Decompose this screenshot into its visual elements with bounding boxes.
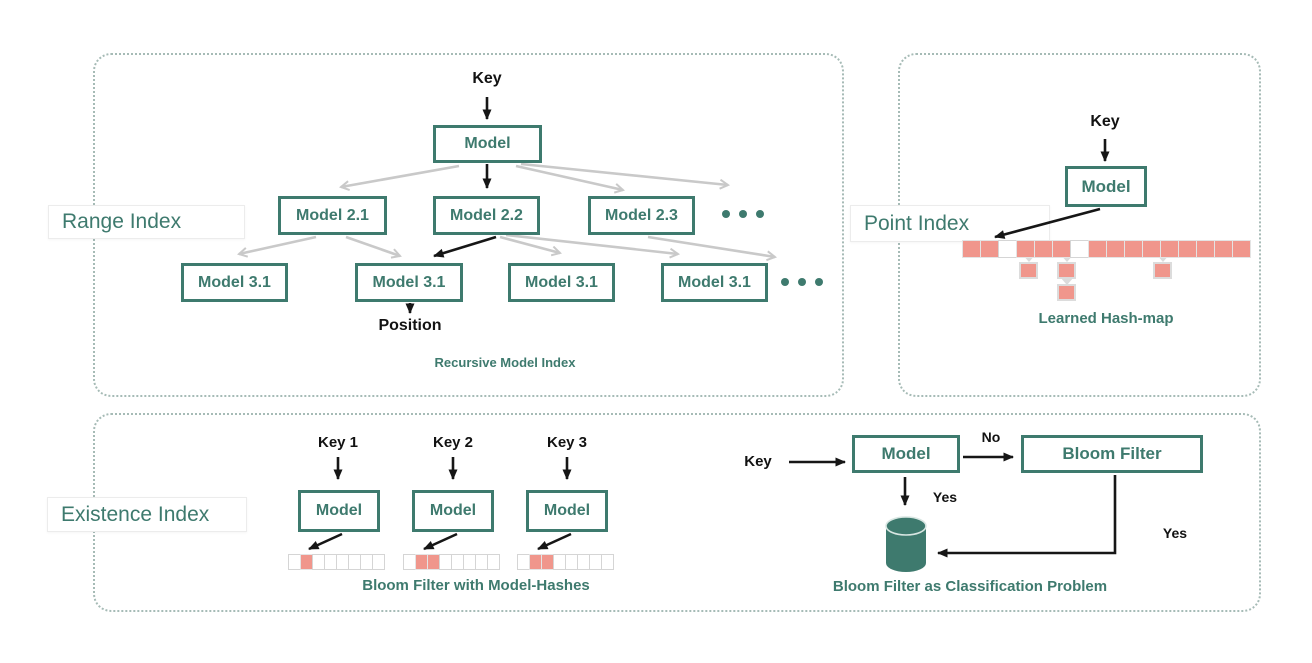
model-box-bloom1: Model	[298, 490, 380, 532]
yes-label-model: Yes	[932, 489, 958, 505]
model-box-2-2: Model 2.2	[433, 196, 540, 235]
empty-cell	[372, 554, 385, 570]
bucket-connector-icon	[1060, 254, 1074, 262]
hashmap-array	[962, 240, 1251, 258]
overflow-bucket	[1019, 262, 1038, 279]
bloom-classification-caption: Bloom Filter as Classification Problem	[832, 578, 1108, 595]
dot-icon	[781, 278, 789, 286]
overflow-bucket	[1057, 262, 1076, 279]
filled-cell	[1052, 240, 1071, 258]
model-box-bloom2: Model	[412, 490, 494, 532]
position-label: Position	[378, 317, 442, 334]
point-index-caption: Learned Hash-map	[1038, 310, 1174, 327]
filled-cell	[1034, 240, 1053, 258]
model-box-3-1b: Model 3.1	[355, 263, 463, 302]
bloom-array-2	[403, 554, 500, 570]
model-box-3-1c: Model 3.1	[508, 263, 615, 302]
existence-index-label: Existence Index	[47, 497, 247, 532]
dot-icon	[756, 210, 764, 218]
dot-icon	[815, 278, 823, 286]
bloom-model-hashes-caption: Bloom Filter with Model-Hashes	[362, 577, 590, 594]
yes-label-filter: Yes	[1162, 525, 1188, 541]
overflow-bucket	[1153, 262, 1172, 279]
bucket-connector-icon	[1022, 254, 1036, 262]
filled-cell	[1142, 240, 1161, 258]
filled-cell	[1196, 240, 1215, 258]
filled-cell	[1178, 240, 1197, 258]
model-box-root: Model	[433, 125, 542, 163]
model-box-bloom3: Model	[526, 490, 608, 532]
database-icon	[885, 516, 927, 572]
bloom-array-1	[288, 554, 385, 570]
dot-icon	[739, 210, 747, 218]
ellipsis-icon	[781, 278, 823, 286]
dot-icon	[798, 278, 806, 286]
model-box-3-1a: Model 3.1	[181, 263, 288, 302]
key-label-range: Key	[472, 70, 502, 87]
bucket-connector-icon	[1156, 254, 1170, 262]
filled-cell	[1160, 240, 1179, 258]
empty-cell	[998, 240, 1017, 258]
range-index-label: Range Index	[48, 205, 245, 239]
range-index-caption: Recursive Model Index	[434, 355, 576, 370]
model-box-3-1d: Model 3.1	[661, 263, 768, 302]
filled-cell	[980, 240, 999, 258]
bloom-array-3	[517, 554, 614, 570]
ellipsis-icon	[722, 210, 764, 218]
bucket-connector-icon	[1060, 277, 1074, 285]
empty-cell	[1070, 240, 1089, 258]
filled-cell	[1232, 240, 1251, 258]
model-box-point: Model	[1065, 166, 1147, 207]
key3-label: Key 3	[546, 434, 588, 451]
filled-cell	[1088, 240, 1107, 258]
empty-cell	[487, 554, 500, 570]
overflow-bucket	[1057, 284, 1076, 301]
key-label-flow: Key	[744, 453, 772, 470]
model-box-2-1: Model 2.1	[278, 196, 387, 235]
filled-cell	[1214, 240, 1233, 258]
empty-cell	[601, 554, 614, 570]
model-box-flow: Model	[852, 435, 960, 473]
no-label: No	[981, 429, 1001, 445]
key-label-point: Key	[1090, 113, 1120, 130]
filled-cell	[1016, 240, 1035, 258]
filled-cell	[1124, 240, 1143, 258]
filled-cell	[962, 240, 981, 258]
key1-label: Key 1	[317, 434, 359, 451]
bloom-filter-box: Bloom Filter	[1021, 435, 1203, 473]
model-box-2-3: Model 2.3	[588, 196, 695, 235]
dot-icon	[722, 210, 730, 218]
filled-cell	[1106, 240, 1125, 258]
point-index-label: Point Index	[850, 205, 1050, 242]
key2-label: Key 2	[432, 434, 474, 451]
